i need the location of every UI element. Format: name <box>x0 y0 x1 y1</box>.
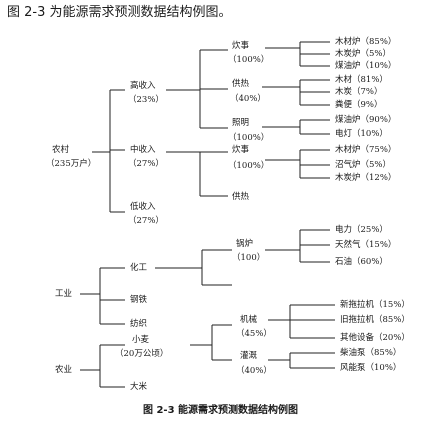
node-mid-income-label: 中收入 <box>130 145 156 155</box>
node-high-income-value: （23%） <box>128 95 164 105</box>
node-rural-label: 农村 <box>52 145 70 155</box>
leaf-item: 木炭炉（12%） <box>335 173 397 183</box>
node-wheat-label: 小麦 <box>132 335 150 345</box>
leaf-item: 木材炉（75%） <box>335 145 397 155</box>
node-high-income-label: 高收入 <box>130 81 156 91</box>
page-title: 图 2-3 为能源需求预测数据结构例图。 <box>7 5 232 20</box>
leaf-item: 风能泵（10%） <box>340 363 402 373</box>
leaf-item: 天然气（15%） <box>335 240 397 250</box>
node-lighting-high-label: 照明 <box>232 118 250 128</box>
node-low-income-value: （27%） <box>128 216 164 226</box>
figure-caption: 图 2-3 能源需求预测数据结构例图 <box>142 405 299 416</box>
node-machinery-value: （45%） <box>236 329 272 339</box>
node-wheat-value: （20万公顷） <box>115 349 169 359</box>
node-heating-mid-label: 供热 <box>232 192 250 202</box>
node-boiler-value: （100） <box>232 253 266 263</box>
leaf-item: 柴油泵（85%） <box>340 348 402 358</box>
leaf-item: 煤油炉（10%） <box>335 61 397 71</box>
leaf-item: 石油（60%） <box>335 257 388 267</box>
node-cooking-high-label: 炊事 <box>232 41 250 51</box>
node-cooking-mid-label: 炊事 <box>232 145 250 155</box>
leaf-item: 电力（25%） <box>335 225 388 235</box>
node-cooking-high-value: （100%） <box>228 55 270 65</box>
node-rice-label: 大米 <box>130 382 148 392</box>
node-mid-income-value: （27%） <box>128 159 164 169</box>
node-cooking-mid-value: （100%） <box>228 161 270 171</box>
leaf-item: 木炭炉（5%） <box>335 49 391 59</box>
node-machinery-label: 机械 <box>240 315 258 325</box>
leaf-item: 电灯（10%） <box>335 129 388 139</box>
leaf-item: 其他设备（20%） <box>340 333 410 343</box>
node-steel-label: 钢铁 <box>130 295 148 305</box>
node-lighting-high-value: （100%） <box>228 133 270 143</box>
leaf-item: 木材（81%） <box>335 75 388 85</box>
leaf-item: 沼气炉（5%） <box>335 160 391 170</box>
node-industry-label: 工业 <box>55 289 73 299</box>
node-heating-high-value: （40%） <box>230 94 266 104</box>
leaf-item: 木炭（7%） <box>335 87 383 97</box>
node-low-income-label: 低收入 <box>130 202 156 212</box>
node-agriculture-label: 农业 <box>55 365 73 375</box>
leaf-item: 新拖拉机（15%） <box>340 300 410 310</box>
node-textile-label: 纺织 <box>130 319 148 329</box>
node-boiler-label: 锅炉 <box>236 239 254 249</box>
leaf-item: 木材炉（85%） <box>335 37 397 47</box>
node-heating-high-label: 供热 <box>232 79 250 89</box>
leaf-item: 煤油炉（90%） <box>335 115 397 125</box>
node-chemical-label: 化工 <box>130 263 148 273</box>
node-irrigation-label: 灌溉 <box>240 351 258 361</box>
leaf-item: 旧拖拉机（85%） <box>340 315 410 325</box>
node-irrigation-value: （40%） <box>236 366 272 376</box>
node-rural-value: （235万户） <box>46 159 97 169</box>
leaf-item: 粪便（9%） <box>335 100 383 110</box>
